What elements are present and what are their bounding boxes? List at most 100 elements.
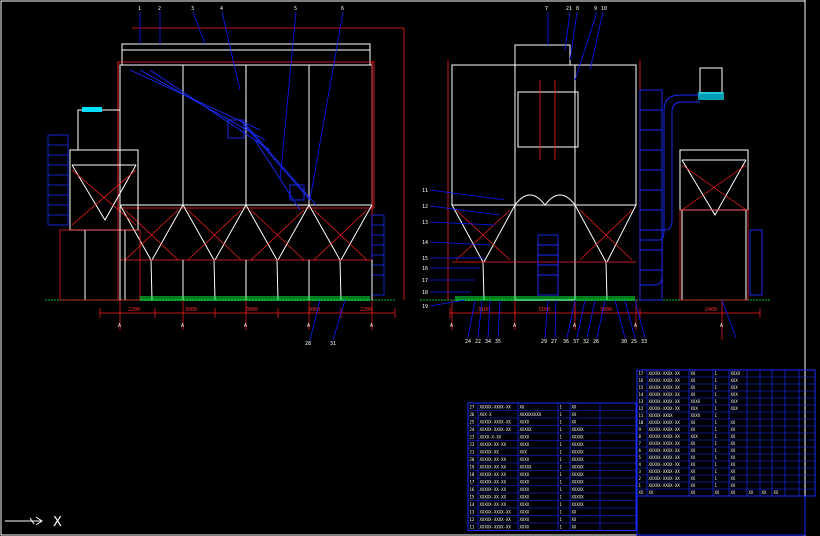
bom-right-cell: 16 (639, 378, 644, 383)
bom-left-cell: XXXX (520, 480, 530, 485)
callout-19: 19 (422, 304, 428, 310)
bom-right-cell: XXXXX-XXXX-XX (649, 427, 681, 432)
bom-left-cell: XXXXX-XXXX-XX (480, 525, 512, 530)
dim-right-2: 3100 (538, 307, 550, 313)
bom-left-cell: XXXX (520, 420, 530, 425)
callout-2: 2 (158, 6, 161, 12)
callout-11: 11 (422, 188, 428, 194)
bom-right-cell: 1 (715, 371, 718, 376)
bom-right-cell: XXXXX-XXXX-XX (649, 385, 681, 390)
bom-left-cell: 11 (470, 525, 475, 530)
bom-left-cell: 1 (560, 495, 563, 500)
bom-left-cell: 23 (470, 435, 475, 440)
callout-34: 34 (485, 339, 491, 345)
dim-left-3: 3000 (246, 307, 258, 313)
bom-left-cell: XXX-X (480, 412, 493, 417)
bom-left-cell: XX (572, 510, 577, 515)
bom-right-cell: 7 (639, 441, 642, 446)
bracing-left (120, 209, 372, 261)
bom-left-cell: XXXX (520, 487, 530, 492)
bom-left-cell: 15 (470, 495, 475, 500)
bom-left-cell: XXXXX (520, 465, 533, 470)
callout-21: 21 (566, 6, 572, 12)
axis-x-label: X (53, 515, 62, 530)
callout-16: 16 (422, 266, 428, 272)
red-frame-left (117, 27, 405, 300)
bom-left-cell: XXXXX (572, 495, 585, 500)
bom-left-cell: XXXX (520, 472, 530, 477)
bom-right-cell: XX (691, 392, 696, 397)
axis-ticks-left (119, 300, 373, 330)
bom-right-cell: XXXXX-XXXX-XX (649, 420, 681, 425)
bom-left-cell: XX (520, 405, 525, 410)
axis-tick-label-9: A (634, 323, 637, 329)
bom-right-cell: XX (691, 462, 696, 467)
bom-left-cell: 24 (470, 427, 475, 432)
bom-right-cell: XXX (731, 399, 739, 404)
bom-left-cell: XXXXX (572, 465, 585, 470)
bom-right-cell: 2 (639, 476, 642, 481)
bom-left-cell: XXXXX-XXXX-XX (480, 427, 512, 432)
bom-left-cell: 17 (470, 480, 475, 485)
bom-left-cell: XXXX (520, 435, 530, 440)
bom-left-cell: 13 (470, 510, 475, 515)
left-elevation-view (45, 27, 405, 301)
side-unit-right (679, 67, 749, 300)
bom-right-cell: 11 (639, 413, 644, 418)
side-bracing-right (679, 164, 749, 301)
bom-left-cell: XXXX (520, 457, 530, 462)
bom-right-header-cell: XX (715, 490, 720, 495)
bom-left-cell: XXXXX (572, 442, 585, 447)
bom-left-cell: 1 (560, 427, 563, 432)
callout-33: 33 (641, 339, 647, 345)
bom-left-cell: 1 (560, 525, 563, 530)
bom-right-header-cell: XX (731, 490, 736, 495)
bom-right-header-cell: XX (691, 490, 696, 495)
axis-tick-label-5: A (370, 323, 373, 329)
dim-right-3: 3000 (600, 307, 612, 313)
bom-right-cell: XX (731, 455, 736, 460)
bom-left-cell: XXXXX-XX-XX (480, 457, 507, 462)
bom-right-cell: XX (731, 462, 736, 467)
ducts-right (537, 89, 763, 301)
title-block (636, 495, 806, 536)
bom-left-cell: XXXXXXXXX (520, 412, 542, 417)
bom-left-cell: XX (572, 525, 577, 530)
bom-right-cell: 1 (715, 434, 718, 439)
right-elevation-view (420, 44, 770, 301)
callouts-top-left (139, 11, 344, 201)
bom-left-cell: XXXXX (572, 427, 585, 432)
bom-left-cell: 14 (470, 502, 475, 507)
axis-tick-label-1: A (118, 323, 121, 329)
bom-right-header-cell: XX (649, 490, 654, 495)
bom-right-cell: XXXX (691, 399, 701, 404)
bom-left-cell: 18 (470, 472, 475, 477)
dim-left-5: 2200 (360, 307, 372, 313)
bom-left-cell: 1 (560, 517, 563, 522)
bom-left-frame (467, 402, 637, 531)
bom-right-cell: 1 (715, 476, 718, 481)
bom-left-cell: XX (572, 420, 577, 425)
bom-left-cell: XXXXX (572, 450, 585, 455)
bom-right-cell: XXXX (691, 413, 701, 418)
bom-left-cell: XXXXX-XX-XX (480, 442, 507, 447)
bom-left-cell: XXX (520, 450, 528, 455)
bom-right-cell: XXX (691, 406, 699, 411)
bom-left-cell: 1 (560, 405, 563, 410)
dim-left-2: 3000 (185, 307, 197, 313)
bom-left-cell: 1 (560, 435, 563, 440)
bom-right-cell: XX (691, 441, 696, 446)
bom-left-cell: 12 (470, 517, 475, 522)
bom-right-cell: XXXXX-XXXX-XX (649, 434, 681, 439)
bom-left-cell: XXXXX (572, 480, 585, 485)
bom-left-cell: XXXXX (572, 435, 585, 440)
inlet-bracing-left (59, 169, 141, 301)
axis-ticks-right (451, 300, 723, 340)
side-unit-cap (698, 92, 724, 100)
bom-right-cell: XXXX (731, 371, 741, 376)
callout-25: 25 (631, 339, 637, 345)
bom-right-cell: XXXXX-XXXX-XX (649, 462, 681, 467)
bom-right-cell: 1 (715, 392, 718, 397)
